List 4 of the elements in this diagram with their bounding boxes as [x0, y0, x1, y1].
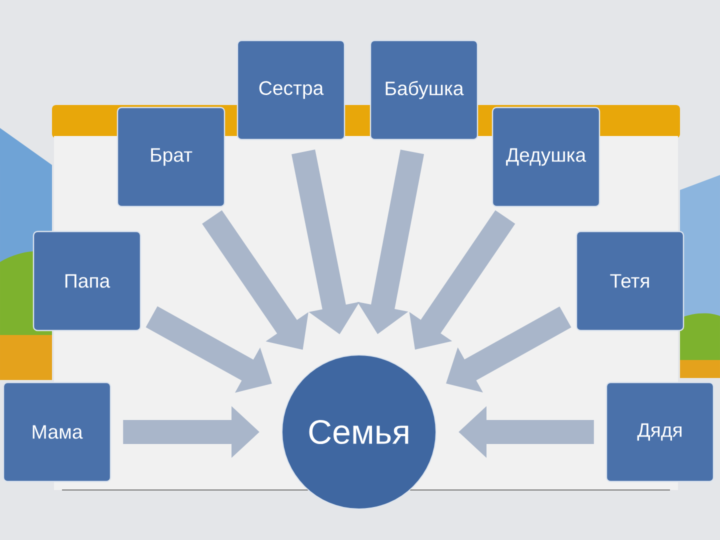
process-box: Тетя — [576, 230, 684, 332]
process-box: Папа — [32, 230, 142, 332]
process-box: Мама — [2, 382, 112, 482]
process-box: Дядя — [606, 382, 714, 482]
